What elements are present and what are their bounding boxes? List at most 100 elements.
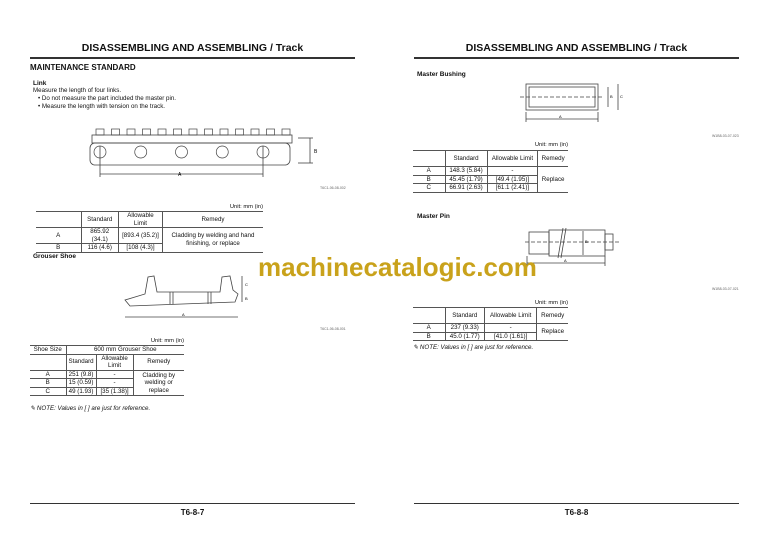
header-standard: Standard <box>444 307 485 324</box>
link-title: Link <box>33 80 47 87</box>
cell: A <box>30 369 66 379</box>
header-standard: Standard <box>80 211 119 228</box>
track-pin <box>215 145 229 159</box>
dim-b-label: B <box>610 94 613 99</box>
figure-code: T6C1-06-08-001 <box>320 327 346 331</box>
track-tooth <box>142 128 151 136</box>
note-text: NOTE: Values in [ ] are just for referen… <box>36 405 151 412</box>
unit-label: Unit: mm (in) <box>229 204 263 210</box>
cell: C <box>413 183 445 193</box>
track-tooth <box>266 128 275 136</box>
right-page-header: DISASSEMBLING AND ASSEMBLING / Track <box>465 42 688 54</box>
link-bullet: • Do not measure the part included the m… <box>38 95 177 102</box>
track-link-diagram: A B <box>89 128 318 178</box>
track-tooth <box>235 128 244 136</box>
header-shoe: 600 mm Grouser Shoe <box>65 345 184 355</box>
note-text: NOTE: Values in [ ] are just for referen… <box>419 344 534 351</box>
cell: - <box>95 378 134 388</box>
page-number: T6-8-7 <box>180 508 205 517</box>
header-allowable: Allowable Limit <box>486 150 538 167</box>
track-tooth <box>126 128 136 136</box>
cell: 148.3 (5.84) <box>444 166 488 176</box>
track-tooth <box>157 128 167 136</box>
bullet-text: Do not measure the part included the mas… <box>41 95 177 102</box>
track-tooth <box>219 128 229 136</box>
cell: 237 (9.33) <box>444 323 485 333</box>
cell: B <box>36 243 81 253</box>
cell: Replace <box>537 166 568 193</box>
dim-b-label: B <box>314 149 318 155</box>
track-tooth <box>204 128 213 136</box>
header-remedy: Remedy <box>132 353 184 371</box>
dim-a-label: A <box>564 258 567 263</box>
header-rule <box>30 57 355 59</box>
grouser-shoe-diagram: A B C <box>124 275 248 318</box>
dim-b-label: B <box>245 296 248 301</box>
cell: B <box>30 378 66 388</box>
master-bushing-diagram: A B C <box>520 83 623 122</box>
cell: Replace <box>536 323 568 341</box>
cell: A <box>36 227 81 244</box>
link-bullet: • Measure the length with tension on the… <box>38 103 166 110</box>
unit-label: Unit: mm (in) <box>150 338 184 344</box>
dim-c-label: C <box>620 94 623 99</box>
figure-code: W1B8-03-07-021 <box>712 287 739 291</box>
cell: 66.91 (2.63) <box>444 183 488 193</box>
cell: A <box>413 323 445 333</box>
cell: Cladding by welding or replace <box>132 369 184 396</box>
track-pin <box>175 145 188 159</box>
cell: 116 (4.6) <box>80 243 119 253</box>
track-tooth <box>95 128 105 136</box>
cell: C <box>30 386 66 396</box>
cell: [108 (4.3)] <box>117 243 163 253</box>
note: ✎ NOTE: Values in [ ] are just for refer… <box>413 344 533 351</box>
track-tooth <box>173 128 182 136</box>
header-shoe-size: Shoe Size <box>30 345 66 355</box>
note: ✎ NOTE: Values in [ ] are just for refer… <box>30 405 150 412</box>
cell: 45.0 (1.77) <box>444 331 485 341</box>
cell: B <box>413 331 445 341</box>
track-pin <box>93 145 107 159</box>
cell: B <box>413 174 445 184</box>
footer-rule <box>30 503 355 504</box>
pencil-icon: ✎ <box>30 405 36 412</box>
header-allowable: Allowable Limit <box>483 307 537 324</box>
header-standard: Standard <box>444 150 488 167</box>
cell: - <box>483 323 537 333</box>
header-remedy: Remedy <box>537 150 568 167</box>
header-allowable: Allowable Limit <box>95 353 134 371</box>
track-tooth <box>281 128 291 136</box>
cell: 45.45 (1.79) <box>444 174 488 184</box>
cell: [61.1 (2.41)] <box>486 183 538 193</box>
track-tooth <box>250 128 260 136</box>
cell: 865.92 (34.1) <box>80 227 119 244</box>
track-pin <box>256 145 270 159</box>
header-rule <box>414 57 739 59</box>
bullet-text: Measure the length with tension on the t… <box>41 103 166 110</box>
unit-label: Unit: mm (in) <box>534 142 568 148</box>
page-number: T6-8-8 <box>564 508 589 517</box>
figure-code: T6C1-06-08-002 <box>320 186 346 190</box>
dim-c-label: C <box>245 282 248 287</box>
bushing-title: Master Bushing <box>417 71 466 78</box>
section-title: MAINTENANCE STANDARD <box>30 63 136 72</box>
dim-a-label: A <box>559 114 562 119</box>
footer-rule <box>414 503 739 504</box>
pin-title: Master Pin <box>417 213 450 220</box>
cell: [49.4 (1.95)] <box>486 174 538 184</box>
cell: [35 (1.38)] <box>95 386 134 396</box>
cell: 251 (9.8) <box>65 369 97 379</box>
unit-label: Unit: mm (in) <box>534 300 568 306</box>
dim-a-label: A <box>182 312 185 317</box>
figure-code: W1B8-03-07-023 <box>712 134 739 138</box>
